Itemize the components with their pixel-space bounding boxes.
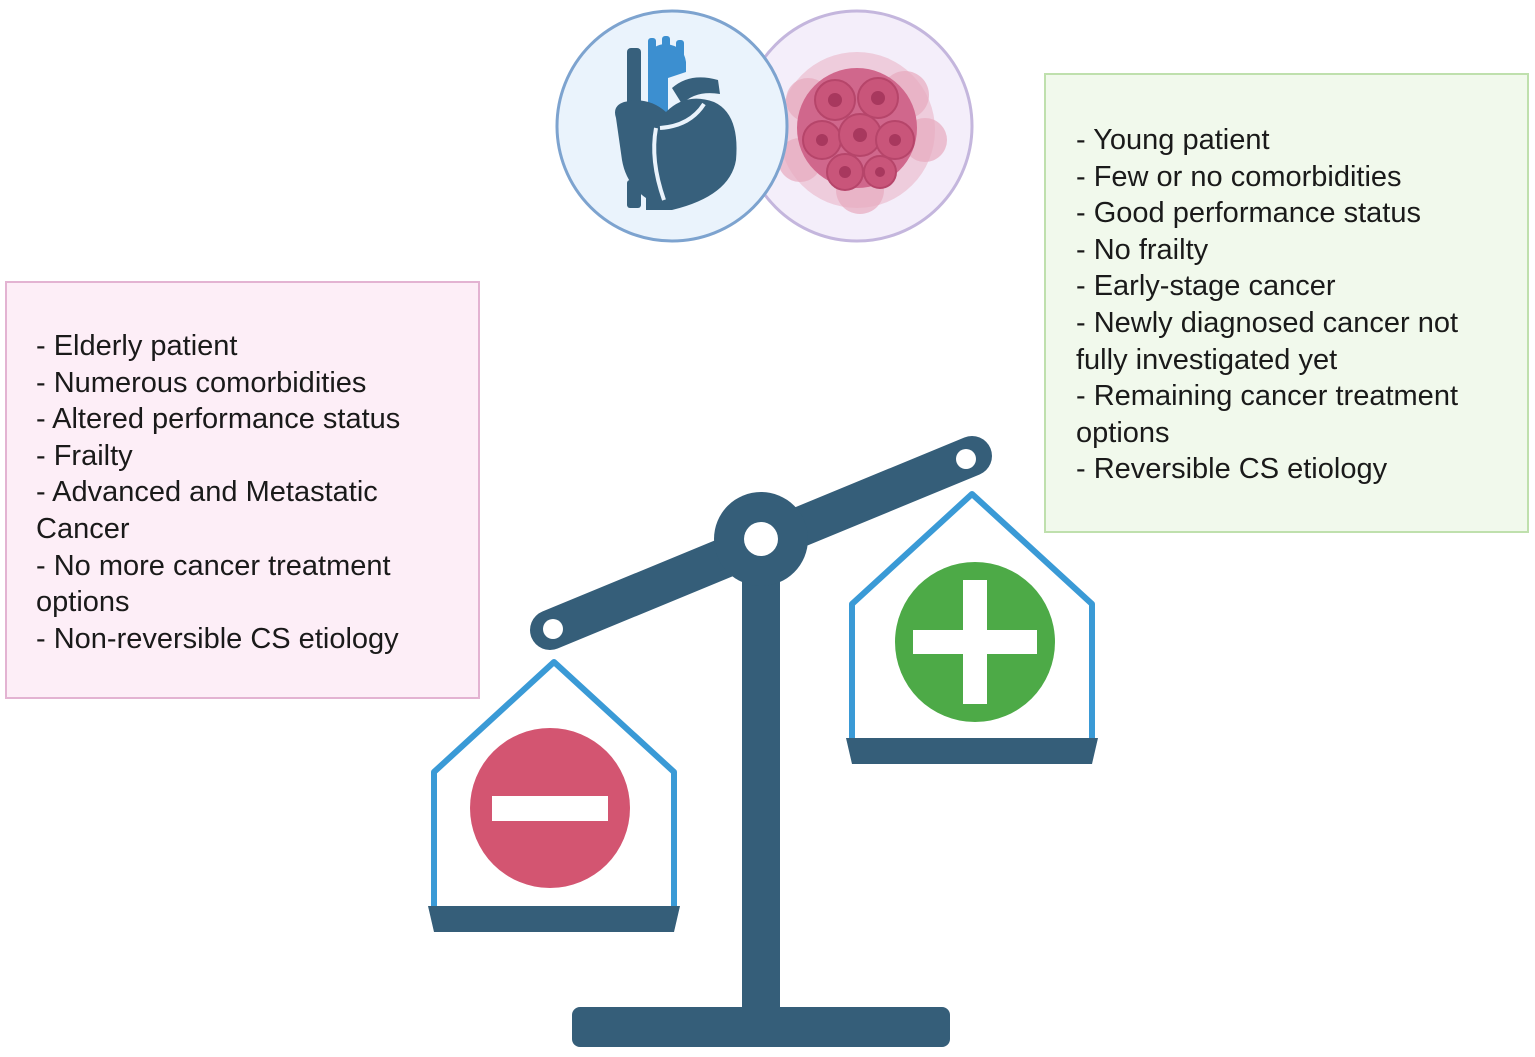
list-item: - Newly diagnosed cancer not fully inves…	[1076, 306, 1459, 376]
list-item: - Early-stage cancer	[1076, 270, 1336, 303]
heart-icon	[615, 36, 737, 210]
list-item: - No more cancer treatment options	[36, 549, 391, 619]
right-pan	[846, 491, 1098, 764]
cancer-cells-icon	[778, 52, 947, 214]
beam-left-pin	[543, 619, 563, 639]
left-pan	[428, 659, 680, 932]
plus-icon	[895, 562, 1055, 722]
list-item: - Altered performance status	[36, 403, 401, 436]
minus-icon	[470, 728, 630, 888]
against-factors-list: - Elderly patient - Numerous comorbiditi…	[36, 328, 468, 657]
list-item: - Young patient	[1076, 124, 1270, 156]
list-item: - No frailty	[1076, 233, 1209, 266]
list-item: - Frailty	[36, 439, 133, 472]
list-item: - Remaining cancer treatment options	[1076, 380, 1458, 449]
cardio-oncology-icons	[555, 9, 974, 243]
balance-scale-icon	[428, 436, 1098, 1047]
beam-right-pin	[956, 449, 976, 469]
scale-base	[572, 1007, 950, 1047]
list-item: - Reversible CS etiology	[1076, 453, 1388, 486]
favor-factors-box: - Young patient - Few or no comorbiditie…	[1044, 73, 1529, 533]
list-item: - Good performance status	[1076, 197, 1421, 230]
list-item: - Numerous comorbidities	[36, 366, 367, 399]
favor-factors-list: - Young patient - Few or no comorbiditie…	[1076, 122, 1517, 488]
list-item: - Non-reversible CS etiology	[36, 622, 399, 655]
scale-column	[742, 560, 780, 1015]
list-item: - Few or no comorbidities	[1076, 160, 1402, 193]
against-factors-box: - Elderly patient - Numerous comorbiditi…	[5, 281, 480, 699]
list-item: - Advanced and Metastatic Cancer	[36, 476, 378, 545]
list-item: - Elderly patient	[36, 330, 238, 362]
